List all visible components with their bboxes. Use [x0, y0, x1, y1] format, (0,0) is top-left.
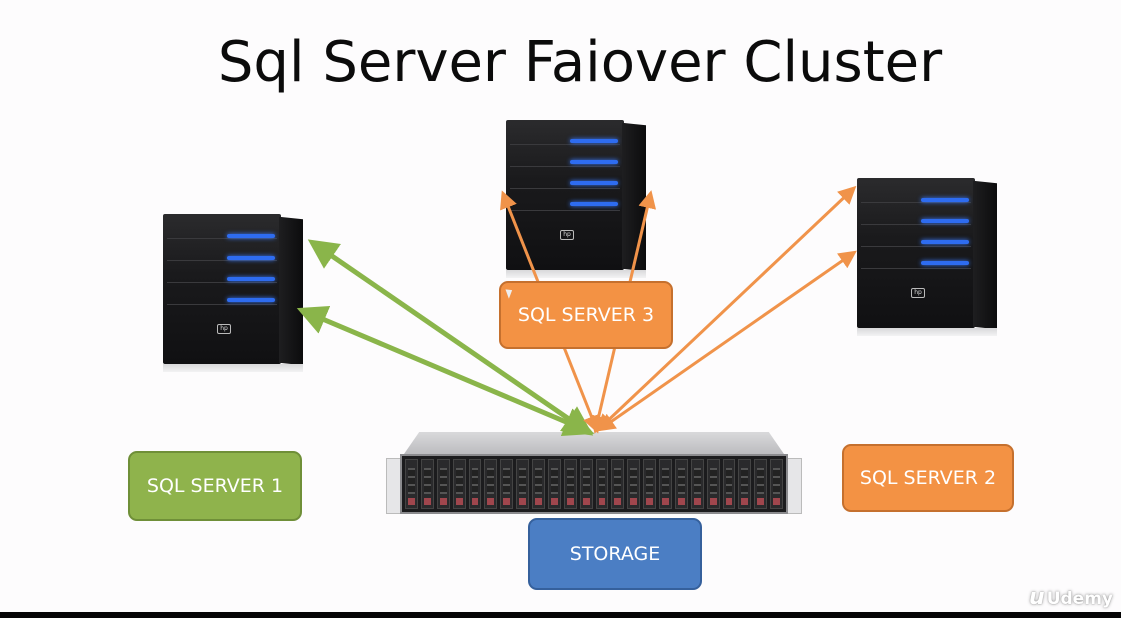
- drive-bay-icon: [674, 459, 688, 509]
- drive-bay-icon: [611, 459, 625, 509]
- drive-bay-icon: [690, 459, 704, 509]
- watermark-text: Udemy: [1046, 589, 1113, 609]
- udemy-logo-icon: u: [1029, 585, 1045, 610]
- drive-bay-icon: [595, 459, 609, 509]
- drive-bay-icon: [754, 459, 768, 509]
- drive-bay-icon: [563, 459, 577, 509]
- sql-server-2-tower-icon: hp: [857, 178, 997, 338]
- sql-server-3-label: SQL SERVER 3: [499, 281, 673, 349]
- hp-logo-icon: hp: [217, 324, 231, 334]
- drive-bay-icon: [643, 459, 656, 509]
- drive-bay-icon: [659, 459, 672, 509]
- video-bottom-bar: [0, 612, 1121, 618]
- drive-bay-icon: [706, 459, 720, 509]
- sql-server-1-tower-icon: hp: [163, 214, 303, 374]
- hp-logo-icon: hp: [911, 288, 925, 298]
- slide-title: Sql Server Faiover Cluster: [217, 30, 943, 95]
- storage-label: STORAGE: [528, 518, 702, 590]
- drive-bay-icon: [452, 459, 466, 509]
- drive-bay-icon: [627, 459, 641, 509]
- sql-server-2-label: SQL SERVER 2: [842, 444, 1014, 512]
- storage-array-icon: [386, 432, 802, 518]
- drive-bay-icon: [770, 459, 783, 509]
- drive-bay-icon: [484, 459, 498, 509]
- drive-bay-icon: [500, 459, 514, 509]
- drive-bay-icon: [532, 459, 545, 509]
- drive-bay-icon: [722, 459, 736, 509]
- drive-bay-icon: [547, 459, 561, 509]
- drive-bay-icon: [468, 459, 482, 509]
- drive-bay-icon: [579, 459, 593, 509]
- sql-server-1-label: SQL SERVER 1: [128, 451, 302, 521]
- drive-bay-icon: [420, 459, 434, 509]
- drive-bay-icon: [405, 459, 418, 509]
- drive-bay-icon: [436, 459, 450, 509]
- drive-bay-icon: [738, 459, 752, 509]
- drive-bay-icon: [516, 459, 529, 509]
- arrow-storage-sql2-b: [597, 250, 857, 432]
